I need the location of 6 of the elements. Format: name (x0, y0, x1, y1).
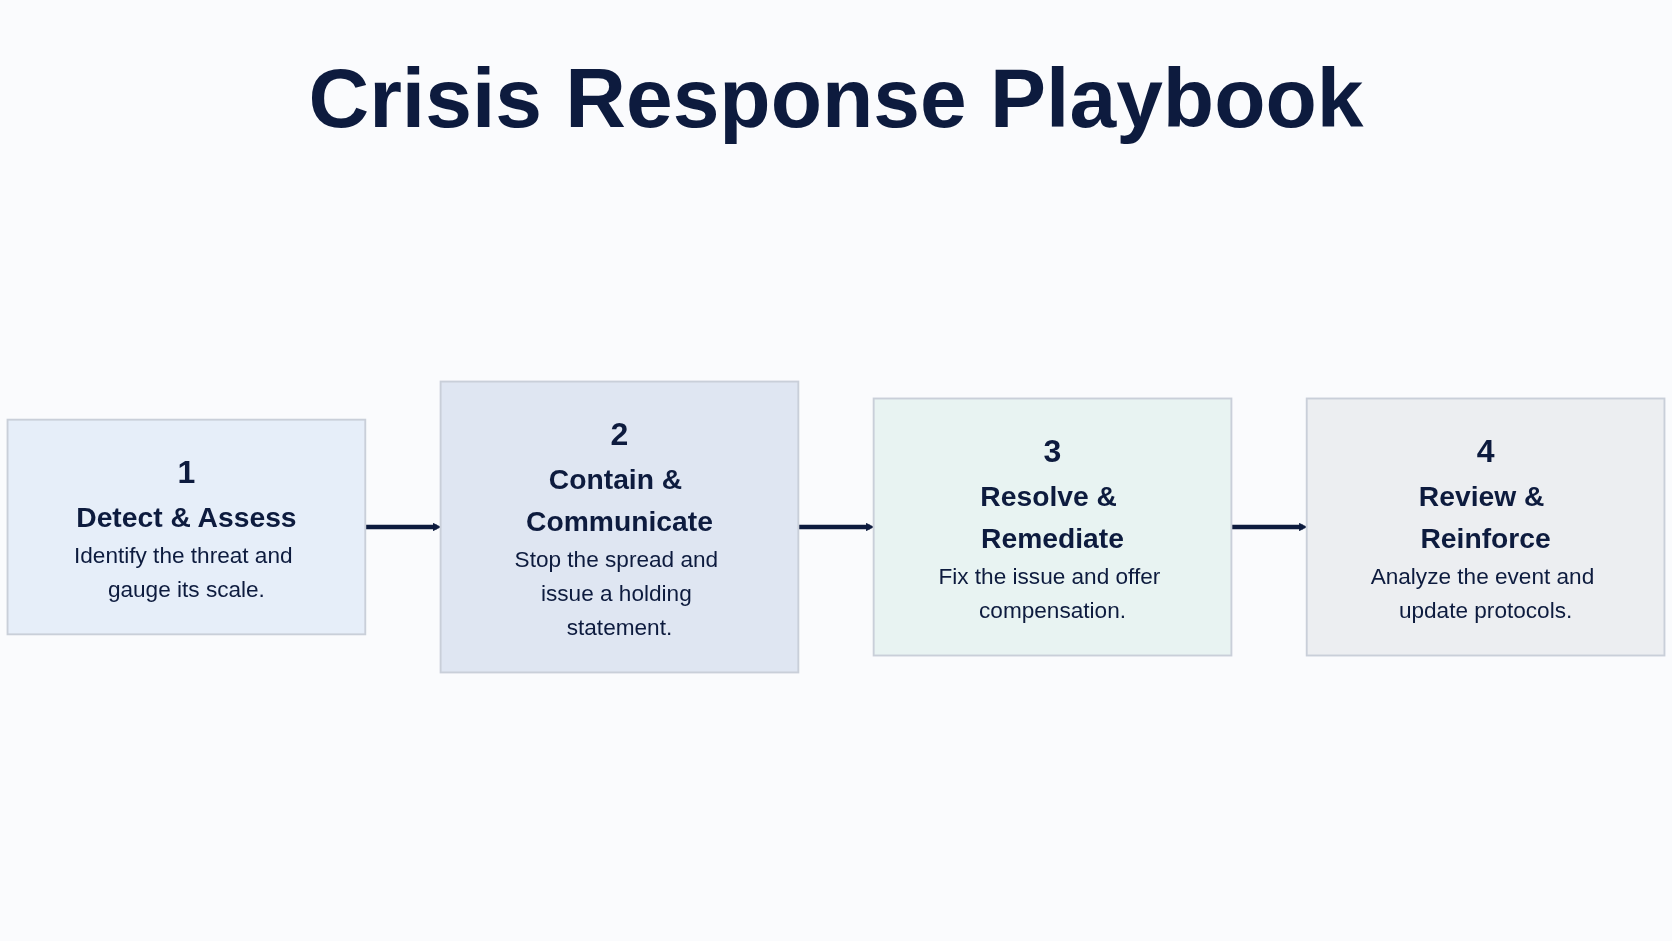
node-box: 2 Contain & Communicate Stop the spread and issue a holding statement. (439, 380, 800, 674)
node-box: 1 Detect & Assess Identify the threat and gauge its scale. (6, 418, 367, 636)
arrow (365, 522, 441, 532)
diagram-title: Crisis Response Playbook (307, 50, 1365, 147)
node-box: 3 Resolve & Remediate Fix the issue and offer compensation. (872, 397, 1233, 657)
node-box: 4 Review & Reinforce Analyze the event and update protocols. (1305, 397, 1666, 657)
